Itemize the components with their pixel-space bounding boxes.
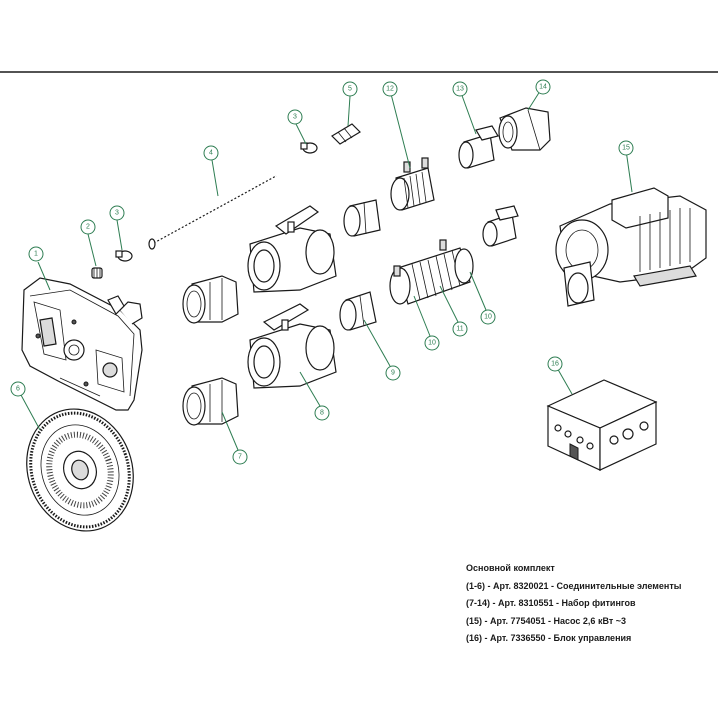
callout-7: 7 — [232, 449, 248, 465]
part-3b-clamp — [300, 142, 318, 154]
callout-label: 4 — [209, 150, 213, 157]
callout-1: 1 — [28, 246, 44, 262]
part-4-corrugated-hose — [148, 173, 278, 250]
callout-label: 7 — [238, 454, 242, 461]
callout-5: 5 — [342, 81, 358, 97]
part-8-ball-valve-upper — [247, 205, 337, 293]
legend-title: Основной комплект — [466, 563, 555, 573]
part-7-union-upper — [182, 275, 239, 324]
legend-item: (16) - Арт. 7336550 - Блок управления — [466, 633, 632, 643]
part-10-clamps — [393, 239, 447, 277]
part-14-elbow — [498, 107, 551, 151]
callout-15: 15 — [618, 140, 634, 156]
callout-label: 9 — [391, 370, 395, 377]
callout-10a: 10 — [424, 335, 440, 351]
legend-item: (15) - Арт. 7754051 - Насос 2,6 кВт ~3 — [466, 615, 626, 626]
leader-lines — [20, 87, 633, 451]
legend-item: (7-14) - Арт. 8310551 - Набор фитингов — [466, 598, 636, 608]
part-12-flex-hose — [390, 157, 435, 211]
callout-label: 11 — [456, 326, 463, 333]
callout-label: 13 — [456, 86, 464, 93]
part-5-nipple — [331, 123, 361, 145]
parts-legend: Основной комплект (1-6) - Арт. 8320021 -… — [466, 560, 681, 648]
callout-label: 2 — [86, 224, 90, 231]
callout-label: 16 — [551, 361, 559, 368]
part-9-adapter-lower — [339, 291, 377, 331]
callout-label: 6 — [16, 386, 20, 393]
callout-label: 3 — [293, 114, 297, 121]
part-6-cover-disc — [26, 408, 134, 532]
callout-16: 16 — [547, 356, 563, 372]
part-8-ball-valve-lower — [247, 303, 337, 389]
callout-label: 12 — [386, 86, 394, 93]
callout-9: 9 — [385, 365, 401, 381]
callout-label: 8 — [320, 410, 324, 417]
part-16-control-box — [546, 379, 658, 471]
part-2-screw — [91, 267, 103, 279]
legend-item: (1-6) - Арт. 8320021 - Соединительные эл… — [466, 580, 682, 591]
callout-label: 15 — [622, 145, 630, 152]
callout-6: 6 — [10, 381, 26, 397]
callout-8: 8 — [314, 405, 330, 421]
part-13-nipple-upper — [458, 125, 499, 169]
callout-14: 14 — [535, 79, 551, 95]
callout-4: 4 — [203, 145, 219, 161]
callout-3a: 3 — [109, 205, 125, 221]
callout-label: 10 — [484, 314, 492, 321]
callout-label: 5 — [348, 86, 352, 93]
callout-label: 3 — [115, 210, 119, 217]
part-3a-clamp — [115, 250, 133, 262]
callout-label: 10 — [428, 340, 436, 347]
part-7-union-lower — [182, 377, 239, 426]
part-11-long-flex-hose — [389, 247, 474, 305]
callout-10b: 10 — [480, 309, 496, 325]
callout-13: 13 — [452, 81, 468, 97]
callout-11: 11 — [452, 321, 468, 337]
callout-label: 14 — [539, 84, 547, 91]
callout-12: 12 — [382, 81, 398, 97]
part-15-pump — [555, 187, 707, 307]
part-13-nipple-lower — [482, 205, 519, 247]
callout-2: 2 — [80, 219, 96, 235]
part-9-adapter-upper — [343, 199, 381, 237]
part-1-housing — [21, 277, 143, 411]
callout-3b: 3 — [287, 109, 303, 125]
callout-label: 1 — [34, 251, 38, 258]
